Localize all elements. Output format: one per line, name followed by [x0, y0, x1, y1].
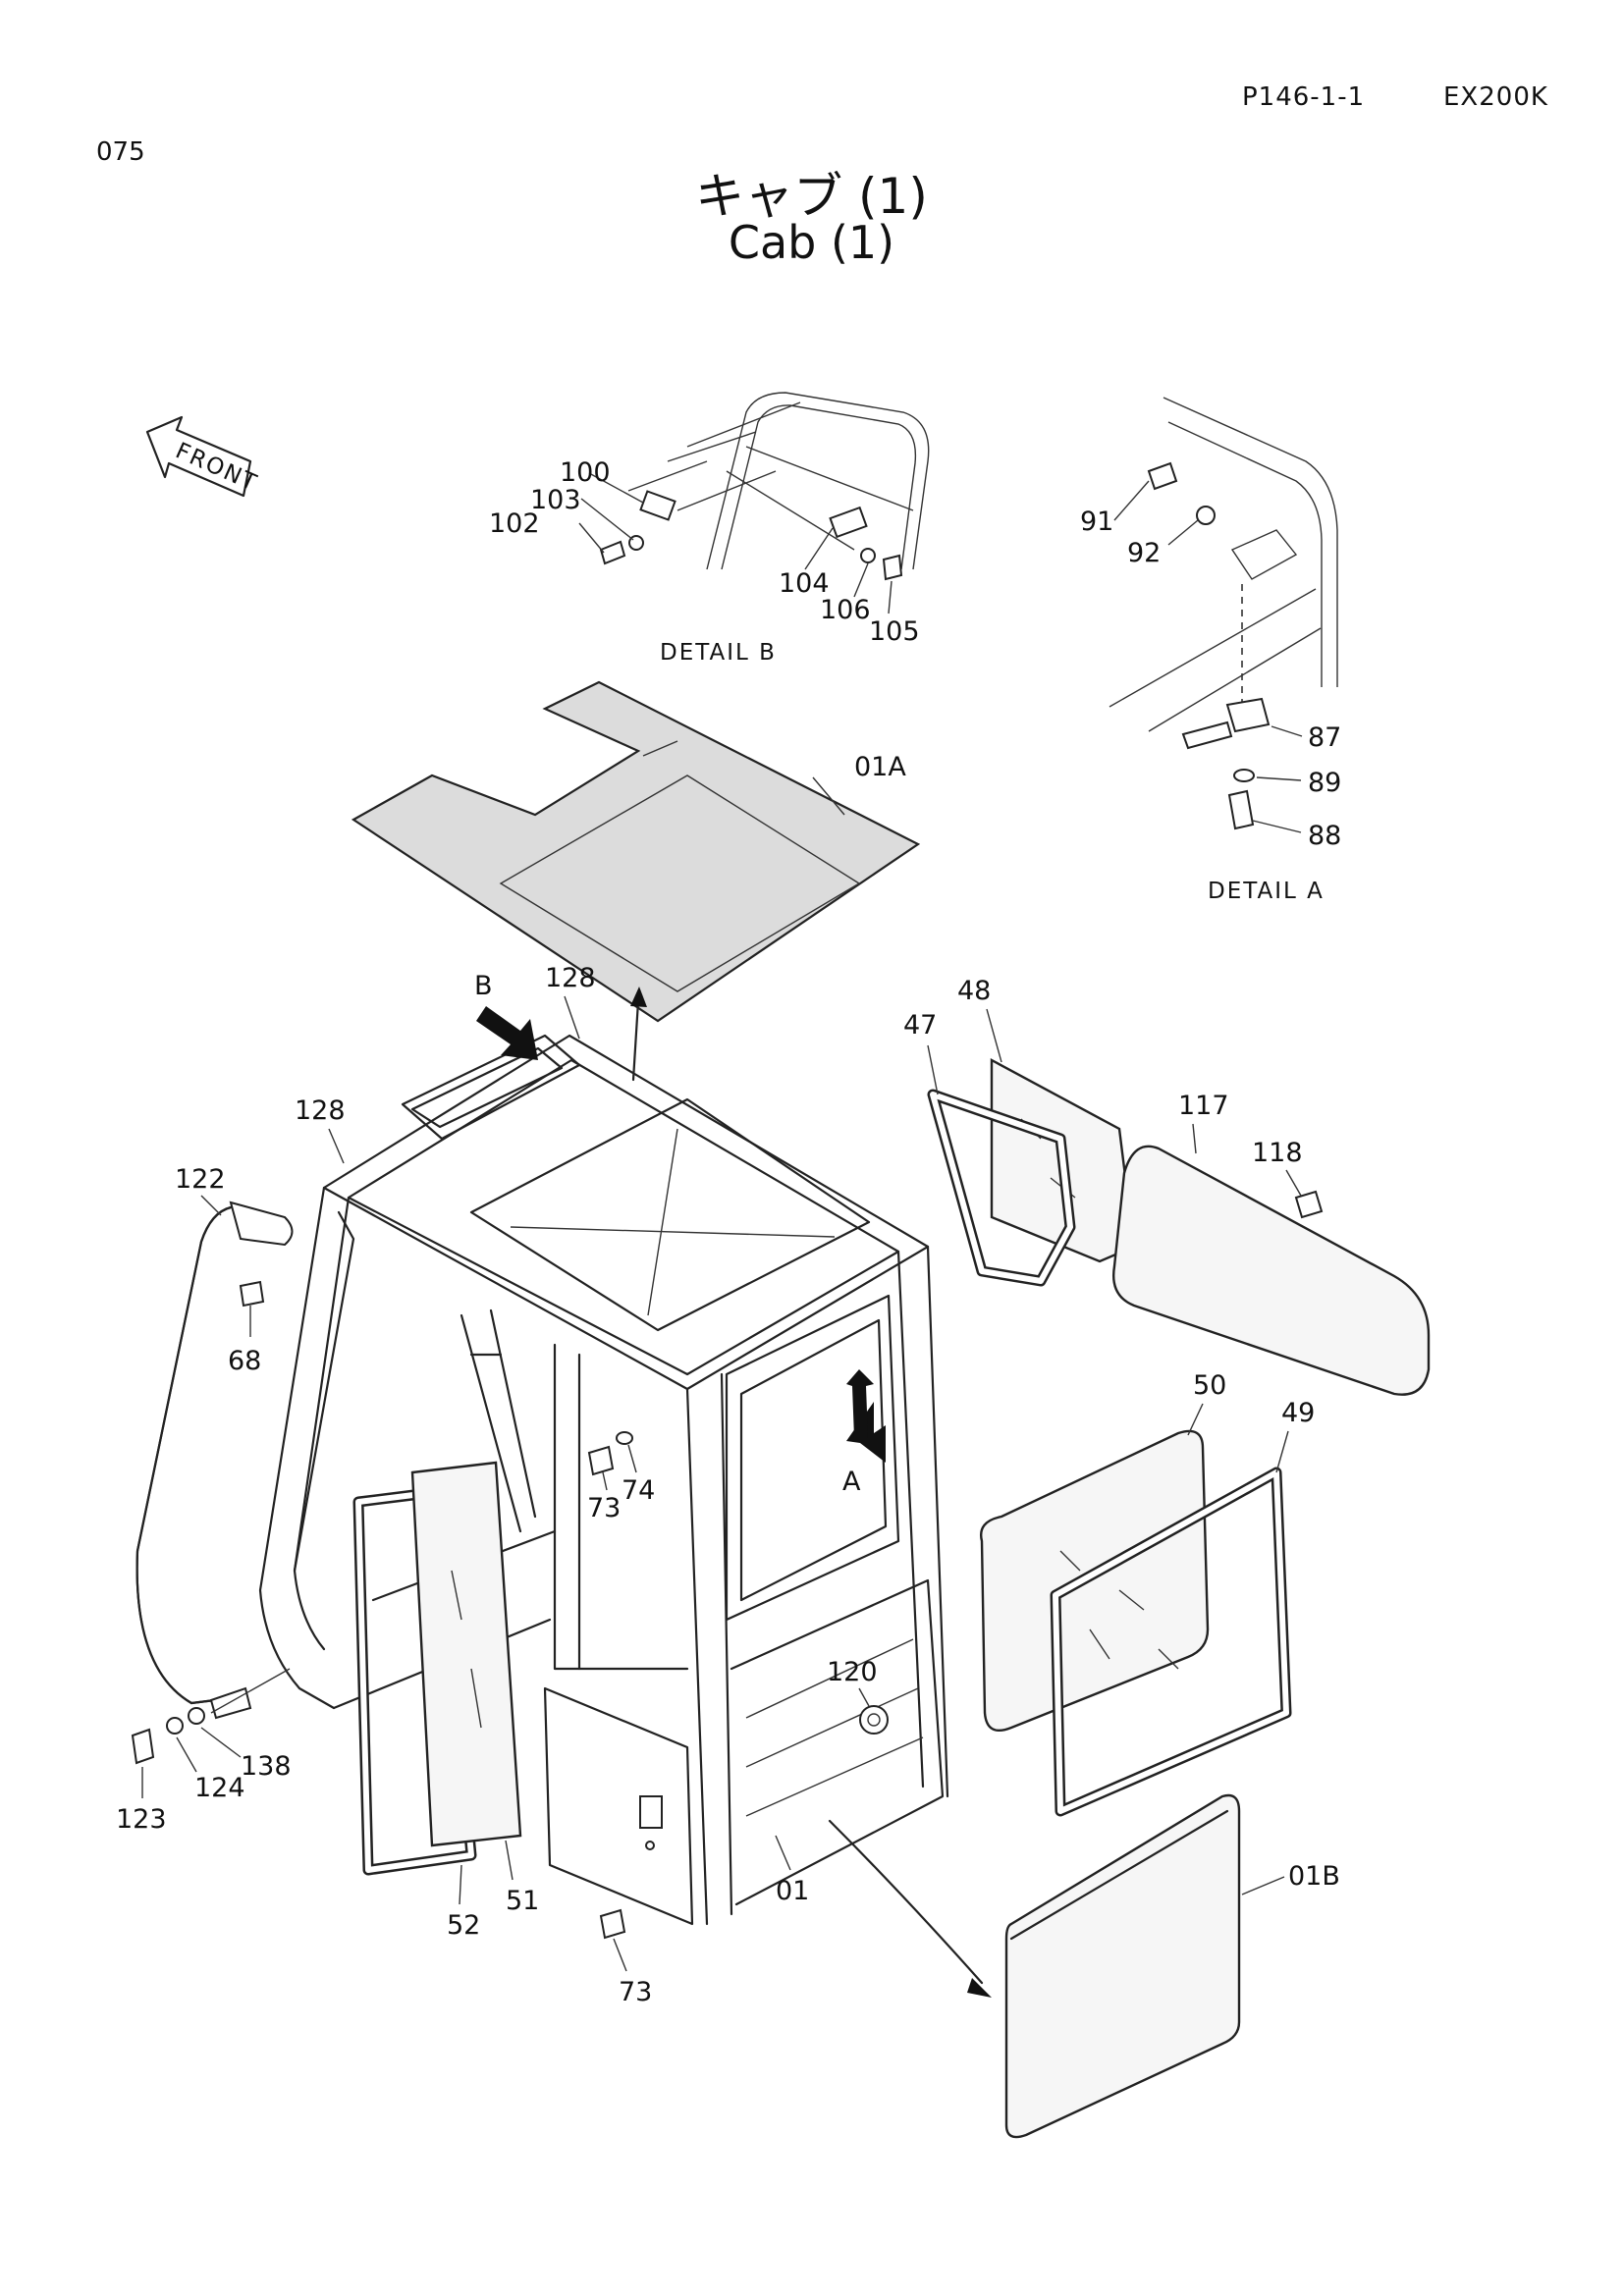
callout-128-left: 128	[295, 1095, 346, 1126]
callout-52: 52	[447, 1910, 480, 1941]
callout-92: 92	[1127, 538, 1161, 568]
arrow-a-label: A	[842, 1467, 861, 1497]
title-english: Cab (1)	[728, 216, 895, 269]
callout-49: 49	[1281, 1398, 1315, 1428]
callout-104: 104	[779, 568, 830, 599]
callout-73-upper: 73	[587, 1493, 621, 1523]
floor-panel-01b: 01B	[1004, 1793, 1340, 2139]
callout-117: 117	[1178, 1091, 1229, 1121]
callout-88: 88	[1308, 821, 1341, 851]
callout-124: 124	[194, 1773, 245, 1803]
callout-105: 105	[869, 616, 920, 647]
callout-91: 91	[1080, 507, 1113, 537]
callout-73-lower: 73	[619, 1977, 652, 2007]
callout-103: 103	[530, 485, 581, 515]
detail-a-arrow: A	[842, 1369, 886, 1497]
callout-01b: 01B	[1288, 1861, 1340, 1892]
detail-b-caption: DETAIL B	[660, 640, 777, 666]
callout-01a: 01A	[854, 752, 906, 782]
callout-120: 120	[827, 1657, 878, 1687]
page-number: 075	[96, 137, 145, 167]
callout-47: 47	[903, 1010, 937, 1041]
callout-01: 01	[776, 1876, 809, 1906]
upper-rear-seal-47: 47	[903, 1010, 1076, 1287]
callout-48: 48	[957, 976, 991, 1006]
callout-100: 100	[560, 457, 611, 488]
callout-89: 89	[1308, 768, 1341, 798]
handrail-122: 122	[135, 1164, 294, 1720]
callout-68: 68	[228, 1346, 261, 1376]
reference-code: P146-1-1	[1242, 82, 1366, 112]
roof-panel-01a: 01A	[351, 680, 921, 1023]
callout-74: 74	[622, 1475, 655, 1506]
door-glass-51: 51	[410, 1461, 539, 1916]
callout-128-top: 128	[545, 963, 596, 993]
model-name: EX200K	[1443, 82, 1548, 112]
title-japanese: キャブ (1)	[695, 168, 928, 225]
front-arrow-icon: FRONT	[145, 415, 261, 497]
side-glass-117: 117	[1112, 1091, 1431, 1396]
callout-138: 138	[241, 1751, 292, 1782]
door-window-52: 52	[352, 1486, 480, 1941]
rear-glass-50: 50	[980, 1370, 1226, 1733]
callout-87: 87	[1308, 722, 1341, 753]
callout-123: 123	[116, 1804, 167, 1835]
cab-frame-01: 01	[258, 1034, 949, 1926]
callout-118: 118	[1252, 1138, 1303, 1168]
detail-b-arrow: B	[474, 971, 538, 1060]
callout-102: 102	[489, 508, 540, 539]
callout-51: 51	[506, 1886, 539, 1916]
detail-a-view: 91 92 87 89 88 DETAIL A	[1080, 397, 1341, 904]
detail-b-view: 100 103 102 104 106 105 DETAIL B	[489, 392, 930, 666]
arrow-b-label: B	[474, 971, 493, 1001]
detail-a-caption: DETAIL A	[1208, 879, 1325, 904]
callout-106: 106	[820, 595, 871, 625]
rear-seal-49: 49	[1050, 1398, 1315, 1817]
callout-50: 50	[1193, 1370, 1226, 1401]
callout-122: 122	[175, 1164, 226, 1195]
upper-rear-glass-48: 48	[957, 976, 1136, 1263]
